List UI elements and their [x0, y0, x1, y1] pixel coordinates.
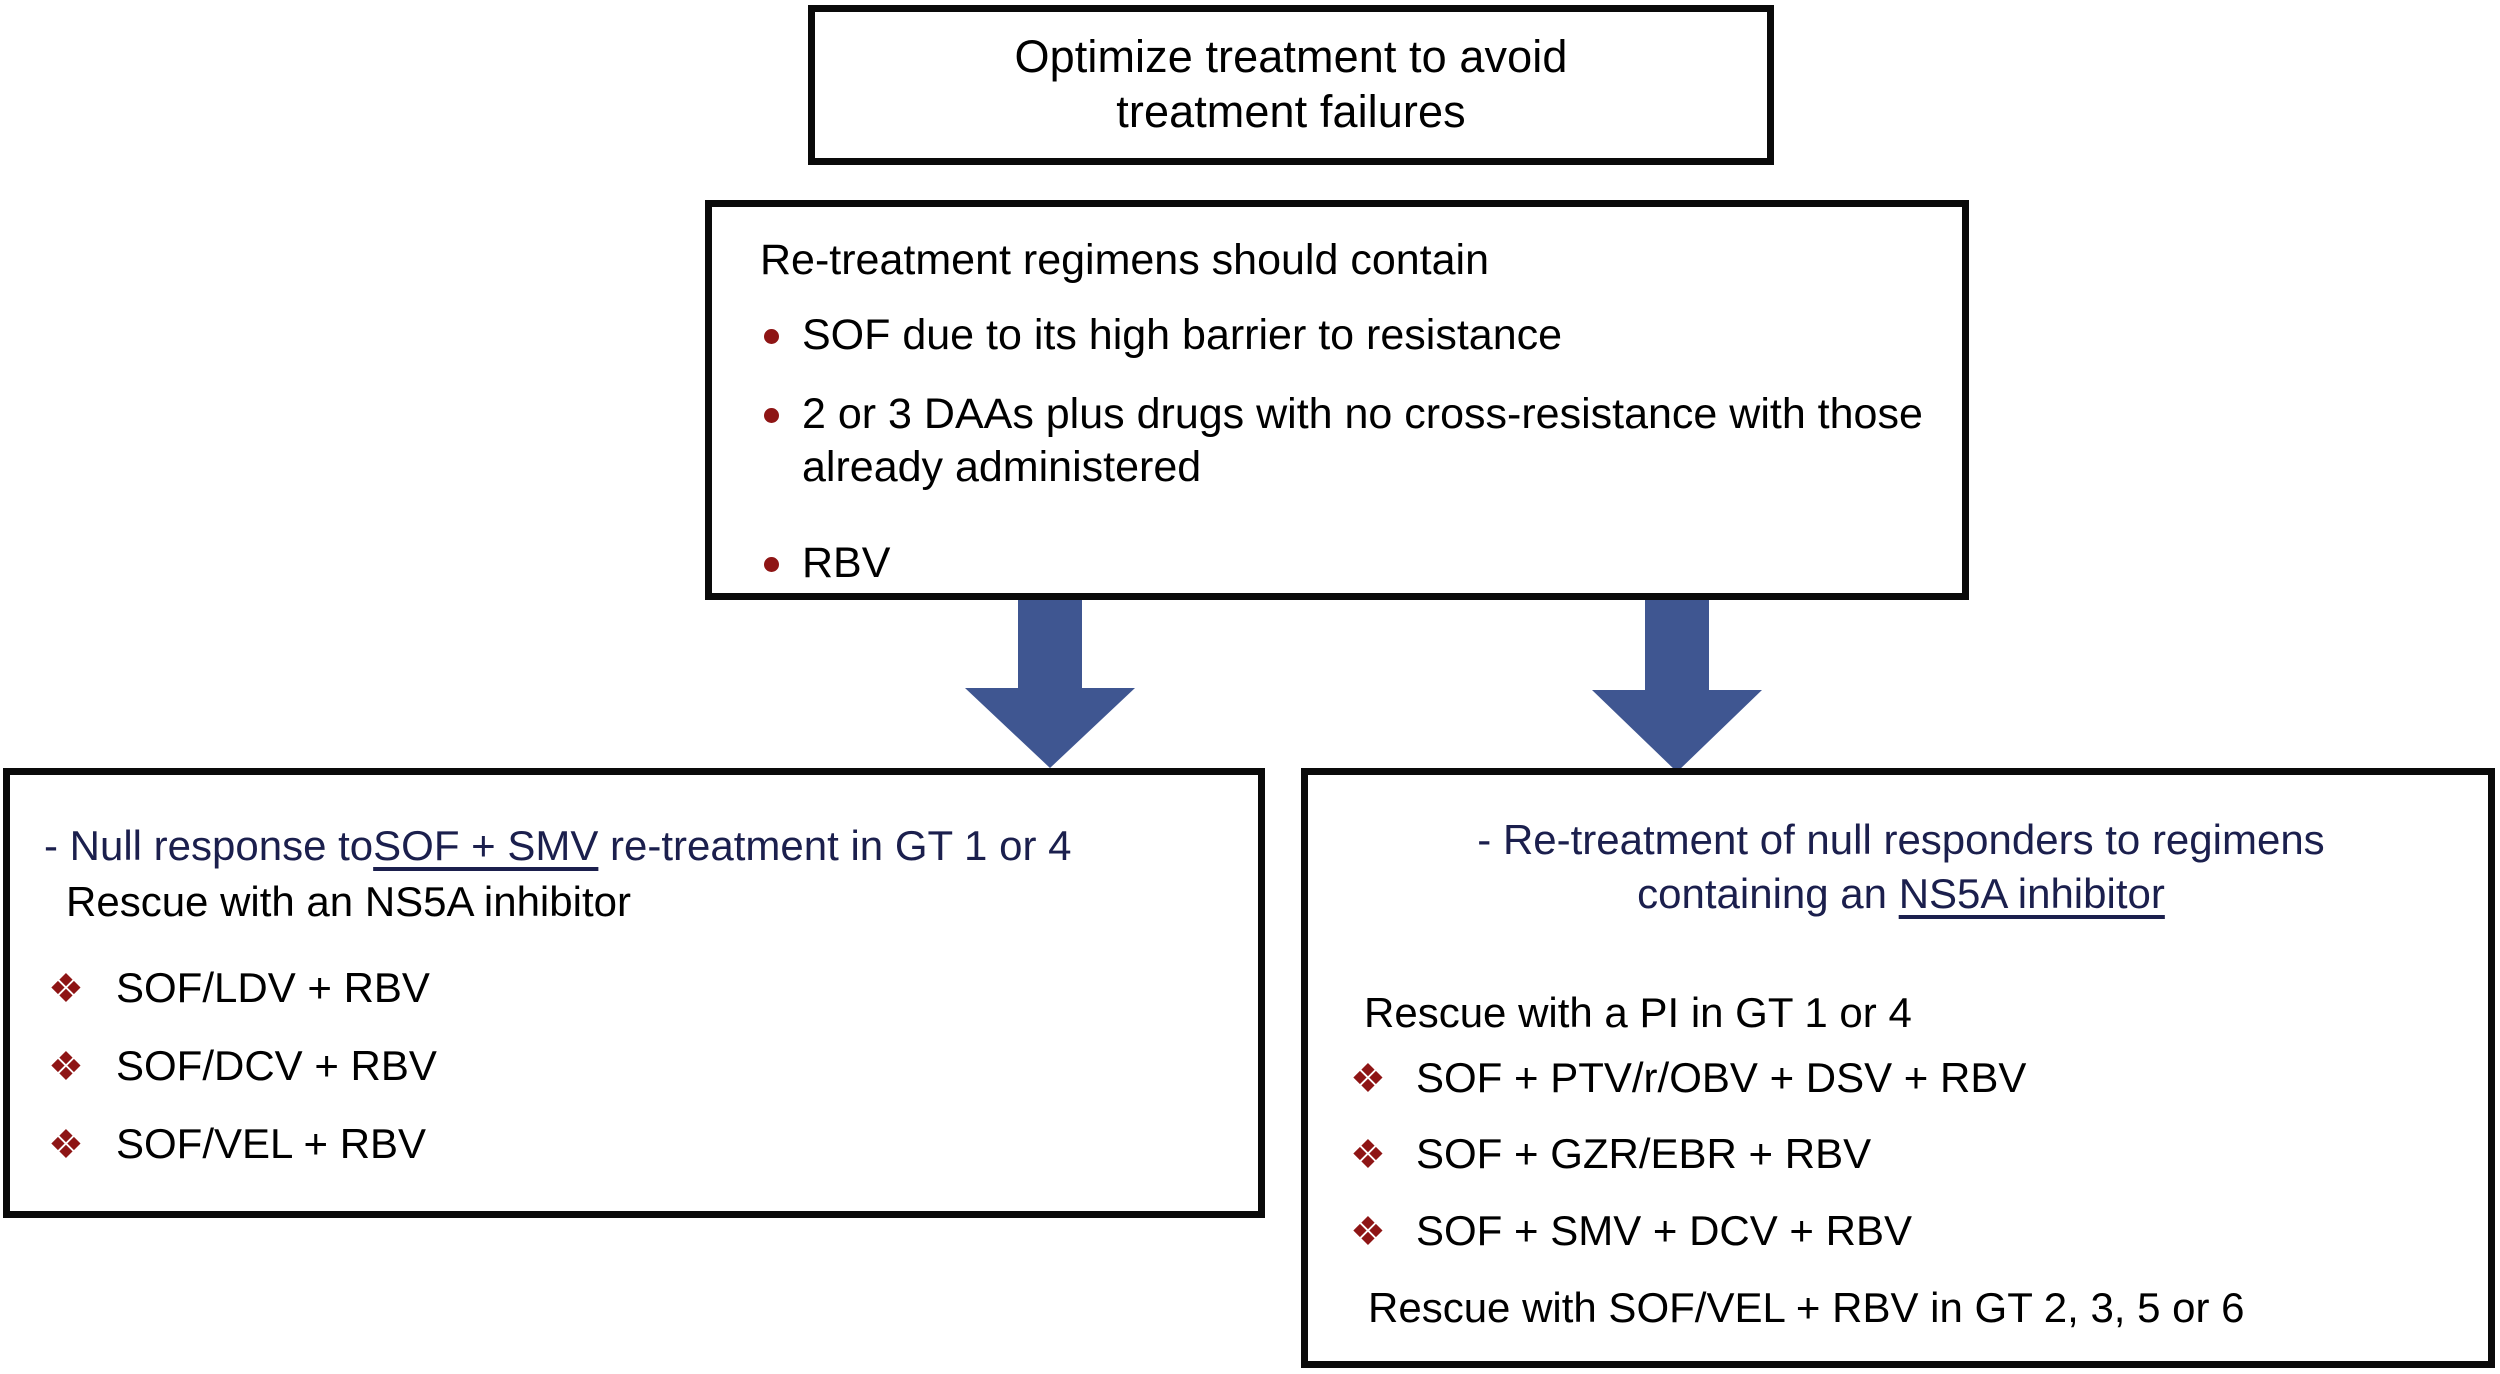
diamond-cluster-bullet-icon: ❖	[48, 1123, 84, 1168]
list-item: SOF due to its high barrier to resistanc…	[756, 309, 1928, 362]
round-bullet-icon	[764, 328, 779, 344]
diamond-cluster-bullet-icon: ❖	[48, 1044, 84, 1089]
arrow-to-right-branch	[1592, 600, 1762, 772]
right-regimen-text: SOF + SMV + DCV + RBV	[1416, 1206, 1912, 1254]
left-regimen-text: SOF/DCV + RBV	[116, 1041, 437, 1089]
node-optimize-line1: Optimize treatment to avoid	[1014, 31, 1568, 83]
arrow-down-icon	[1592, 600, 1762, 772]
right-node-regimen-list: ❖ SOF + PTV/r/OBV + DSV + RBV ❖ SOF + GZ…	[1338, 1053, 2464, 1256]
right-node-header-line1: - Re-treatment of null responders to reg…	[1477, 816, 2325, 863]
list-item: ❖ SOF + SMV + DCV + RBV	[1338, 1206, 2464, 1256]
list-item: ❖ SOF + GZR/EBR + RBV	[1338, 1129, 2464, 1179]
list-item: 2 or 3 DAAs plus drugs with no cross-res…	[756, 388, 1928, 495]
left-node-regimen-list: ❖ SOF/LDV + RBV ❖ SOF/DCV + RBV ❖ SOF/VE…	[44, 963, 1228, 1170]
node-optimize-line2: treatment failures	[1116, 86, 1466, 137]
right-node-rescue-top: Rescue with a PI in GT 1 or 4	[1364, 988, 1912, 1036]
principles-bullet-text: 2 or 3 DAAs plus drugs with no cross-res…	[802, 389, 1923, 492]
round-bullet-icon	[764, 407, 779, 423]
principles-bullet-text: SOF due to its high barrier to resistanc…	[802, 310, 1563, 359]
list-item: RBV	[756, 537, 1928, 590]
right-regimen-text: SOF + PTV/r/OBV + DSV + RBV	[1416, 1054, 2027, 1101]
node-optimize-title: Optimize treatment to avoid treatment fa…	[1015, 30, 1568, 140]
left-regimen-text: SOF/LDV + RBV	[116, 963, 430, 1011]
principles-bullet-list: SOF due to its high barrier to resistanc…	[756, 309, 1928, 590]
right-node-header-line2: containing an NS5A inhibitor	[1338, 867, 2464, 921]
node-retreatment-principles: Re-treatment regimens should contain SOF…	[705, 200, 1969, 600]
left-header-suffix: re-treatment in GT 1 or 4	[610, 822, 1072, 869]
left-header-prefix: - Null response to	[44, 822, 374, 869]
node-null-response-sof-smv: - Null response toSOF + SMV re-treatment…	[3, 768, 1265, 1218]
principles-lead-text: Re-treatment regimens should contain	[760, 236, 1489, 284]
list-item: ❖ SOF/DCV + RBV	[44, 1041, 1228, 1091]
node-optimize-treatment: Optimize treatment to avoid treatment fa…	[808, 5, 1774, 165]
list-item: ❖ SOF + PTV/r/OBV + DSV + RBV	[1338, 1053, 2464, 1103]
diamond-cluster-bullet-icon: ❖	[1350, 1133, 1386, 1178]
diamond-cluster-bullet-icon: ❖	[1350, 1209, 1386, 1254]
left-header-underlined: SOF + SMV	[373, 822, 599, 869]
left-regimen-text: SOF/VEL + RBV	[116, 1120, 427, 1168]
right-node-rescue-bottom: Rescue with SOF/VEL + RBV in GT 2, 3, 5 …	[1368, 1284, 2245, 1332]
principles-bullet-text: RBV	[802, 538, 891, 587]
round-bullet-icon	[764, 556, 779, 572]
left-node-header: - Null response toSOF + SMV re-treatment…	[44, 819, 1228, 873]
list-item: ❖ SOF/LDV + RBV	[44, 963, 1228, 1013]
right-header-line2-underlined: NS5A inhibitor	[1898, 869, 2165, 917]
left-node-subheader: Rescue with an NS5A inhibitor	[66, 877, 631, 925]
right-header-line2-prefix: containing an	[1637, 869, 1888, 917]
list-item: ❖ SOF/VEL + RBV	[44, 1119, 1228, 1169]
arrow-down-icon	[965, 600, 1135, 768]
diamond-cluster-bullet-icon: ❖	[1350, 1057, 1386, 1101]
right-regimen-text: SOF + GZR/EBR + RBV	[1416, 1130, 1872, 1178]
arrow-to-left-branch	[965, 600, 1135, 768]
node-null-responders-ns5a: - Re-treatment of null responders to reg…	[1301, 768, 2495, 1368]
diamond-cluster-bullet-icon: ❖	[48, 966, 84, 1011]
